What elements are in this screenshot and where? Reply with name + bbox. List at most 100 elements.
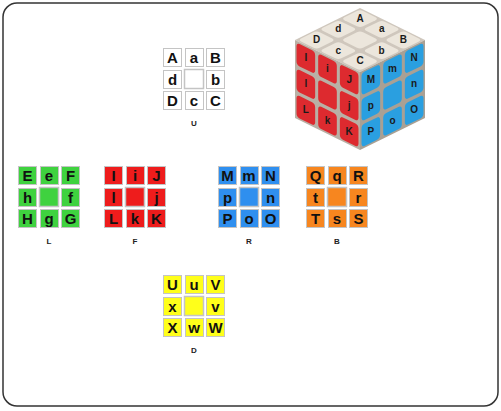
sticker-letter: M	[221, 168, 234, 183]
sticker-letter: O	[265, 211, 277, 226]
cube-letter: P	[367, 127, 374, 137]
sticker-letter: q	[332, 168, 341, 183]
sticker-letter: a	[190, 50, 198, 65]
sticker: J	[147, 166, 166, 185]
cube-letter: i	[326, 64, 329, 74]
sticker-letter: T	[311, 211, 320, 226]
cube-letter: j	[348, 101, 351, 111]
center-sticker	[185, 297, 204, 316]
sticker: T	[306, 209, 325, 228]
sticker-letter: A	[167, 50, 178, 65]
sticker: C	[206, 91, 225, 110]
sticker-letter: P	[222, 211, 232, 226]
cube-letter: N	[411, 53, 418, 63]
sticker: E	[18, 166, 37, 185]
sticker-letter: K	[151, 211, 162, 226]
sticker-letter: F	[66, 168, 75, 183]
sticker-letter: t	[313, 190, 318, 205]
sticker: h	[18, 188, 37, 207]
sticker: X	[163, 318, 182, 337]
sticker: D	[163, 91, 182, 110]
sticker-letter: h	[23, 190, 32, 205]
cube-face: UAaBdbDcC	[163, 48, 225, 128]
sticker-letter: E	[22, 168, 32, 183]
sticker-letter: o	[244, 211, 253, 226]
cube-letter: L	[303, 105, 309, 115]
face-centers	[40, 70, 347, 316]
sticker-letter: m	[242, 168, 255, 183]
face-label: F	[104, 238, 166, 246]
sticker: r	[349, 188, 368, 207]
cube-letter: K	[346, 127, 353, 137]
sticker-letter: p	[223, 190, 232, 205]
cube-letter: B	[400, 35, 407, 45]
sticker-letter: i	[133, 168, 137, 183]
face-label: R	[218, 238, 280, 246]
sticker: V	[206, 275, 225, 294]
sticker-letter: L	[109, 211, 118, 226]
sticker-letter: D	[167, 93, 178, 108]
cube-letter: l	[304, 79, 307, 89]
sticker: L	[104, 209, 123, 228]
sticker-letter: W	[208, 320, 222, 335]
cube-letter: k	[325, 116, 331, 126]
sticker: s	[328, 209, 347, 228]
sticker-letter: g	[44, 211, 53, 226]
sticker: S	[349, 209, 368, 228]
center-sticker	[126, 188, 145, 207]
sticker: w	[185, 318, 204, 337]
sticker-letter: n	[266, 190, 275, 205]
cube-letter: c	[336, 46, 342, 56]
cube-face: FIiJljLkK	[104, 166, 166, 246]
sticker-letter: e	[45, 168, 53, 183]
sticker: x	[163, 297, 182, 316]
sticker: F	[61, 166, 80, 185]
sticker: g	[40, 209, 59, 228]
sticker: I	[104, 166, 123, 185]
sticker-letter: V	[210, 277, 220, 292]
sticker-letter: R	[353, 168, 364, 183]
sticker-letter: I	[111, 168, 115, 183]
sticker: u	[185, 275, 204, 294]
sticker-letter: l	[111, 190, 115, 205]
cube-letter: A	[356, 14, 363, 24]
cube-face: BQqRtrTsS	[306, 166, 368, 246]
sticker: o	[240, 209, 259, 228]
sticker: q	[328, 166, 347, 185]
sticker: v	[206, 297, 225, 316]
cube-face: DUuVxvXwW	[163, 275, 225, 355]
sticker: B	[206, 48, 225, 67]
sticker: t	[306, 188, 325, 207]
sticker: m	[240, 166, 259, 185]
cube-letter: m	[388, 64, 397, 74]
sticker: j	[147, 188, 166, 207]
cube-letter: J	[346, 75, 352, 85]
center-sticker	[40, 188, 59, 207]
cube-face: LEeFhfHgG	[18, 166, 80, 246]
sticker: H	[18, 209, 37, 228]
cube-letter: C	[356, 56, 363, 66]
sticker-letter: X	[167, 320, 177, 335]
sticker-letter: N	[265, 168, 276, 183]
sticker: A	[163, 48, 182, 67]
sticker-letter: u	[189, 277, 198, 292]
sticker: a	[185, 48, 204, 67]
outer-frame	[3, 3, 498, 406]
sticker-letter: j	[154, 190, 158, 205]
sticker: M	[218, 166, 237, 185]
cube-letter: o	[389, 116, 395, 126]
cube-letter: D	[313, 35, 320, 45]
cube-letter: p	[368, 101, 374, 111]
cube-letter: M	[367, 75, 375, 85]
sticker-letter: v	[211, 299, 219, 314]
sticker: f	[61, 188, 80, 207]
sticker-letter: J	[152, 168, 160, 183]
sticker-letter: Q	[310, 168, 322, 183]
sticker: e	[40, 166, 59, 185]
sticker-letter: U	[167, 277, 178, 292]
cube-letter: I	[304, 53, 307, 63]
sticker-letter: w	[188, 320, 200, 335]
sticker: K	[147, 209, 166, 228]
sticker-letter: x	[168, 299, 176, 314]
